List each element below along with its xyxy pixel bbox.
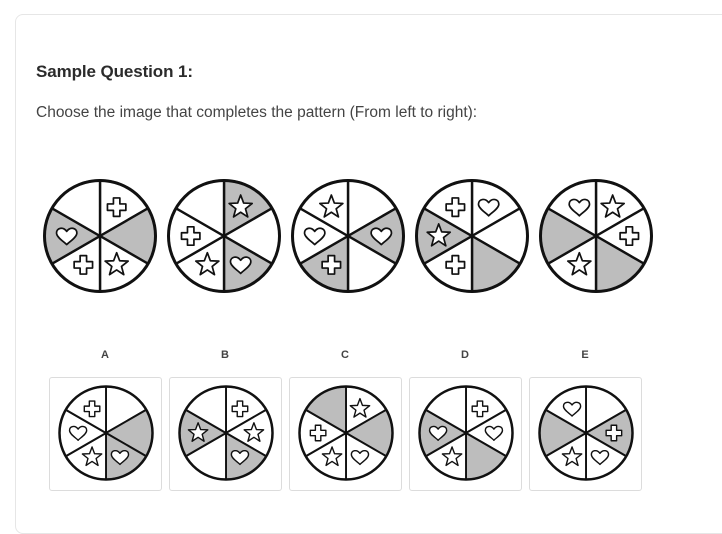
star-icon	[194, 251, 220, 276]
pattern-figure-2	[167, 179, 281, 293]
option-a-button[interactable]	[49, 377, 162, 491]
star-icon	[187, 422, 209, 442]
star-icon	[561, 446, 583, 467]
heart-icon	[110, 450, 130, 466]
heart-icon	[68, 425, 88, 441]
option-e-figure	[538, 385, 634, 481]
option-c-figure	[298, 385, 394, 481]
star-icon	[600, 194, 626, 218]
heart-icon	[303, 227, 326, 246]
star-icon	[318, 194, 344, 218]
question-prompt: Choose the image that completes the patt…	[36, 104, 478, 121]
option-b-button[interactable]	[169, 377, 282, 491]
star-icon	[321, 446, 343, 467]
heart-icon	[568, 198, 591, 217]
option-label-b: B	[221, 349, 229, 361]
option-label-c: C	[341, 349, 349, 361]
pattern-figure-5-outline	[539, 179, 653, 293]
cross-icon	[321, 254, 342, 275]
option-b-figure	[178, 385, 274, 481]
option-d-button[interactable]	[409, 377, 522, 491]
option-e-button[interactable]	[529, 377, 642, 491]
option-label-d: D	[461, 349, 469, 361]
heart-icon	[477, 198, 500, 217]
option-c-outline	[298, 385, 394, 481]
star-icon	[566, 251, 592, 276]
cross-icon	[83, 400, 101, 418]
star-icon	[81, 446, 103, 467]
star-icon	[228, 194, 254, 218]
option-b-outline	[178, 385, 274, 481]
cross-icon	[180, 225, 201, 247]
pattern-figure-5	[539, 179, 653, 293]
cross-icon	[106, 197, 127, 218]
cross-icon	[231, 400, 249, 418]
pattern-figure-4	[415, 179, 529, 293]
option-label-a: A	[101, 349, 109, 361]
heart-icon	[370, 227, 393, 246]
cross-icon	[73, 254, 94, 275]
pattern-figure-4-outline	[415, 179, 529, 293]
cross-icon	[309, 424, 327, 442]
option-a-outline	[58, 385, 154, 481]
cross-icon	[445, 254, 466, 275]
star-icon	[104, 251, 130, 276]
heart-icon	[229, 256, 252, 275]
option-label-e: E	[581, 349, 589, 361]
option-c-button[interactable]	[289, 377, 402, 491]
pattern-figure-2-outline	[167, 179, 281, 293]
question-title: Sample Question 1:	[36, 62, 193, 81]
star-icon	[349, 397, 371, 418]
star-icon	[426, 223, 452, 247]
heart-icon	[55, 227, 78, 246]
cross-icon	[471, 400, 489, 418]
option-d-figure	[418, 385, 514, 481]
pattern-figure-1-outline	[43, 179, 157, 293]
heart-icon	[562, 401, 582, 417]
heart-icon	[350, 450, 370, 466]
pattern-figure-3	[291, 179, 405, 293]
star-icon	[441, 446, 463, 467]
option-e-outline	[538, 385, 634, 481]
heart-icon	[484, 425, 504, 441]
cross-icon	[619, 225, 640, 247]
pattern-figure-3-outline	[291, 179, 405, 293]
option-a-figure	[58, 385, 154, 481]
cross-icon	[605, 424, 623, 442]
star-icon	[243, 422, 265, 442]
cross-icon	[445, 197, 466, 218]
pattern-figure-1	[43, 179, 157, 293]
option-d-outline	[418, 385, 514, 481]
heart-icon	[230, 450, 250, 466]
heart-icon	[428, 425, 448, 441]
heart-icon	[590, 450, 610, 466]
